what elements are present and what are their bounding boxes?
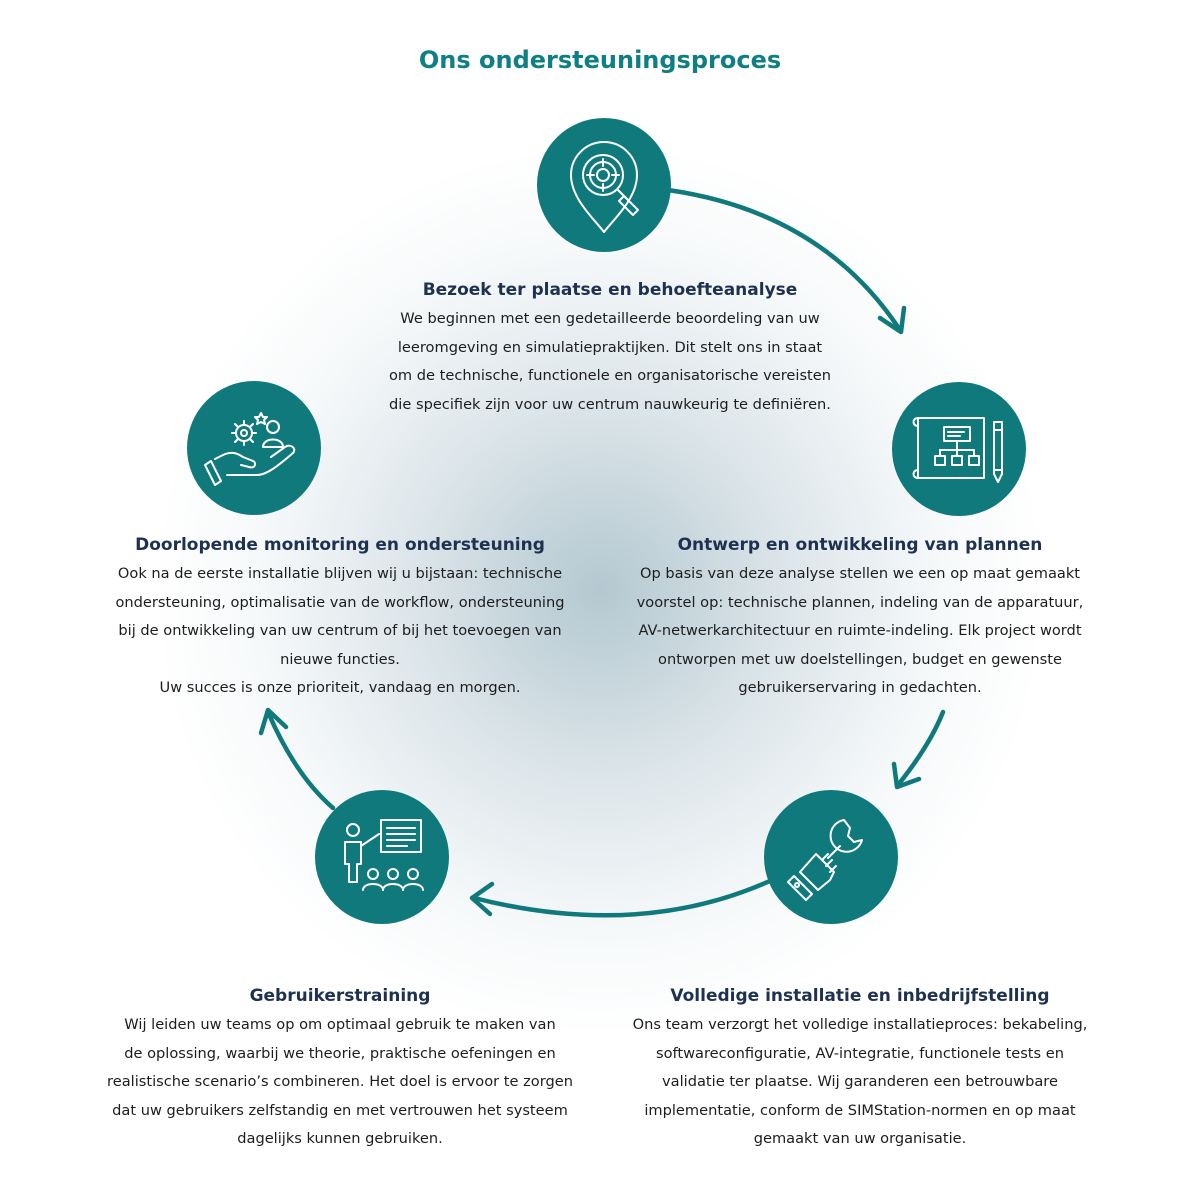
step5-line: Ook na de eerste installatie blijven wij… [117, 565, 563, 582]
arrow-step2-to-step3 [895, 709, 946, 788]
step5-line: ondersteuning, optimalisatie van de work… [115, 593, 565, 611]
step4-line: dagelijks kunnen gebruiken. [237, 1130, 443, 1147]
step4-icon-circle [315, 790, 449, 924]
arrow-step3-to-step4 [471, 877, 775, 918]
step2-icon-circle [892, 382, 1026, 516]
location-search-icon [570, 141, 639, 233]
step1-line: om de technische, functionele en organis… [388, 367, 832, 384]
step3-line: gemaakt van uw organisatie. [753, 1130, 967, 1147]
step5-title: Doorlopende monitoring en ondersteuning [135, 535, 545, 555]
step5-line: bij de ontwikkeling van uw centrum of bi… [118, 622, 562, 639]
step2-title: Ontwerp en ontwikkeling van plannen [677, 535, 1043, 555]
step1-line: We beginnen met een gedetailleerde beoor… [400, 310, 820, 327]
step4-text-block: Gebruikerstraining Wij leiden uw teams o… [60, 986, 620, 1154]
step2-line: AV-netwerkarchitectuur en ruimte-indelin… [638, 622, 1082, 639]
step4-line: de oplossing, waarbij we theorie, prakti… [124, 1044, 556, 1062]
step1-title: Bezoek ter plaatse en behoefteanalyse [422, 280, 798, 300]
page-title: Ons ondersteuningsproces [418, 46, 782, 74]
step2-line: Op basis van deze analyse stellen we een… [639, 565, 1081, 582]
step3-line: softwareconfiguratie, AV-integratie, fun… [655, 1044, 1064, 1062]
hand-support-icon [204, 412, 296, 486]
step3-icon-circle [764, 790, 898, 924]
step3-title: Volledige installatie en inbedrijfstelli… [670, 986, 1050, 1006]
step2-line: gebruikerservaring in gedachten. [738, 679, 982, 696]
step4-line: Wij leiden uw teams op om optimaal gebru… [124, 1016, 556, 1033]
arrowhead-step4-to-step5 [258, 707, 289, 736]
step3-line: implementatie, conform de SIMStation-nor… [644, 1101, 1076, 1119]
background-glow [160, 150, 1040, 1030]
arrow-step1-to-step2 [665, 187, 903, 333]
step1-icon-circle [537, 118, 671, 252]
step3-line: Ons team verzorgt het volledige installa… [632, 1016, 1088, 1033]
arrowhead-step1-to-step2 [877, 305, 907, 335]
step2-line: voorstel op: technische plannen, indelin… [636, 593, 1084, 611]
arrowhead-step2-to-step3 [891, 761, 922, 790]
step3-text-block: Volledige installatie en inbedrijfstelli… [580, 986, 1140, 1154]
step5-line: Uw succes is onze prioriteit, vandaag en… [159, 679, 521, 696]
step4-line: realistische scenario’s combineren. Het … [107, 1073, 573, 1090]
step2-line: ontworpen met uw doelstellingen, budget … [658, 650, 1062, 668]
presentation-training-icon [344, 819, 424, 891]
step5-line: nieuwe functies. [280, 650, 400, 668]
step5-icon-circle [187, 381, 321, 515]
step4-title: Gebruikerstraining [249, 986, 431, 1006]
step1-text-block: Bezoek ter plaatse en behoefteanalyse We… [310, 280, 910, 419]
step5-text-block: Doorlopende monitoring en ondersteuning … [70, 535, 610, 703]
step1-line: die specifiek zijn voor uw centrum nauwk… [389, 395, 831, 413]
arrowhead-step3-to-step4 [469, 881, 495, 917]
step1-line: leeromgeving en simulatiepraktijken. Dit… [397, 338, 823, 356]
wrench-hand-icon [787, 819, 863, 901]
arrow-step4-to-step5 [265, 709, 336, 811]
step2-text-block: Ontwerp en ontwikkeling van plannen Op b… [585, 535, 1135, 703]
step4-line: dat uw gebruikers zelfstandig en met ver… [112, 1101, 568, 1119]
step3-line: validatie ter plaatse. Wij garanderen ee… [662, 1073, 1058, 1090]
blueprint-plan-icon [912, 417, 1003, 483]
